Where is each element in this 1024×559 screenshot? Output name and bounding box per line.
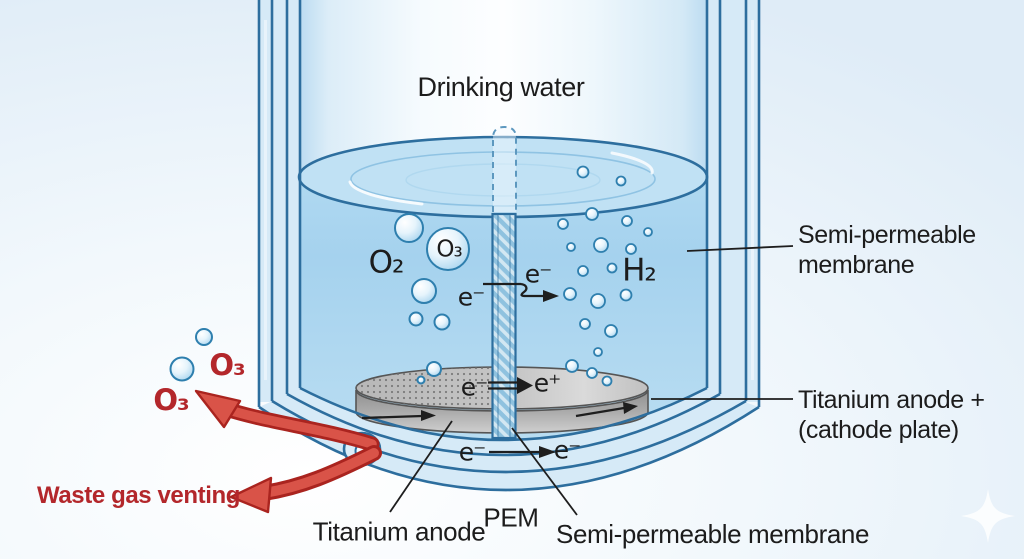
label-electron-disk-left: e⁻ xyxy=(460,372,489,402)
label-o3-outside-upper: O₃ xyxy=(209,347,245,382)
leader-semi-permeable-right xyxy=(686,245,794,252)
h2-bubbles xyxy=(557,165,653,387)
pem-rod-dashed-top xyxy=(492,125,517,212)
label-electron-below-right: e⁻ xyxy=(553,435,582,465)
label-electron-upper-right: e⁻ xyxy=(524,259,553,289)
label-positron-disk-right: e⁺ xyxy=(533,368,562,398)
pem-rod xyxy=(491,212,517,440)
waste-gas-arrow-upper xyxy=(194,389,380,452)
label-drinking-water: Drinking water xyxy=(417,72,585,103)
vessel-wall-bands xyxy=(259,0,759,490)
vessel-wall-lines xyxy=(257,0,761,407)
label-o2: O₂ xyxy=(368,244,405,281)
label-semi-permeable-bottom: Semi-permeable membrane xyxy=(556,519,870,549)
leader-semi-permeable-bottom xyxy=(511,427,578,516)
label-semi-permeable-right: Semi-permeable membrane xyxy=(798,221,976,279)
o3-escaped-bubbles xyxy=(169,328,213,382)
label-titanium-anode-bottom: Titanium anode xyxy=(312,516,486,547)
label-waste-gas-venting: Waste gas venting xyxy=(37,482,241,509)
label-pem: PEM xyxy=(483,502,539,533)
label-electron-below-left: e⁻ xyxy=(458,437,487,467)
label-electron-upper-left: e⁻ xyxy=(457,282,486,312)
electron-flow-arrows xyxy=(361,282,638,458)
o2-o3-bubbles xyxy=(394,213,470,385)
leader-titanium-anode-bottom xyxy=(389,420,453,513)
label-o3-outside-lower: O₃ xyxy=(153,382,189,417)
label-o3-in-bubble: O₃ xyxy=(436,236,462,263)
sparkle-icon xyxy=(961,489,1015,543)
label-h2: H₂ xyxy=(622,252,657,289)
waste-gas-arrow-lower xyxy=(229,445,382,514)
label-titanium-anode-right: Titanium anode + (cathode plate) xyxy=(798,386,985,444)
leader-lines xyxy=(389,245,794,516)
